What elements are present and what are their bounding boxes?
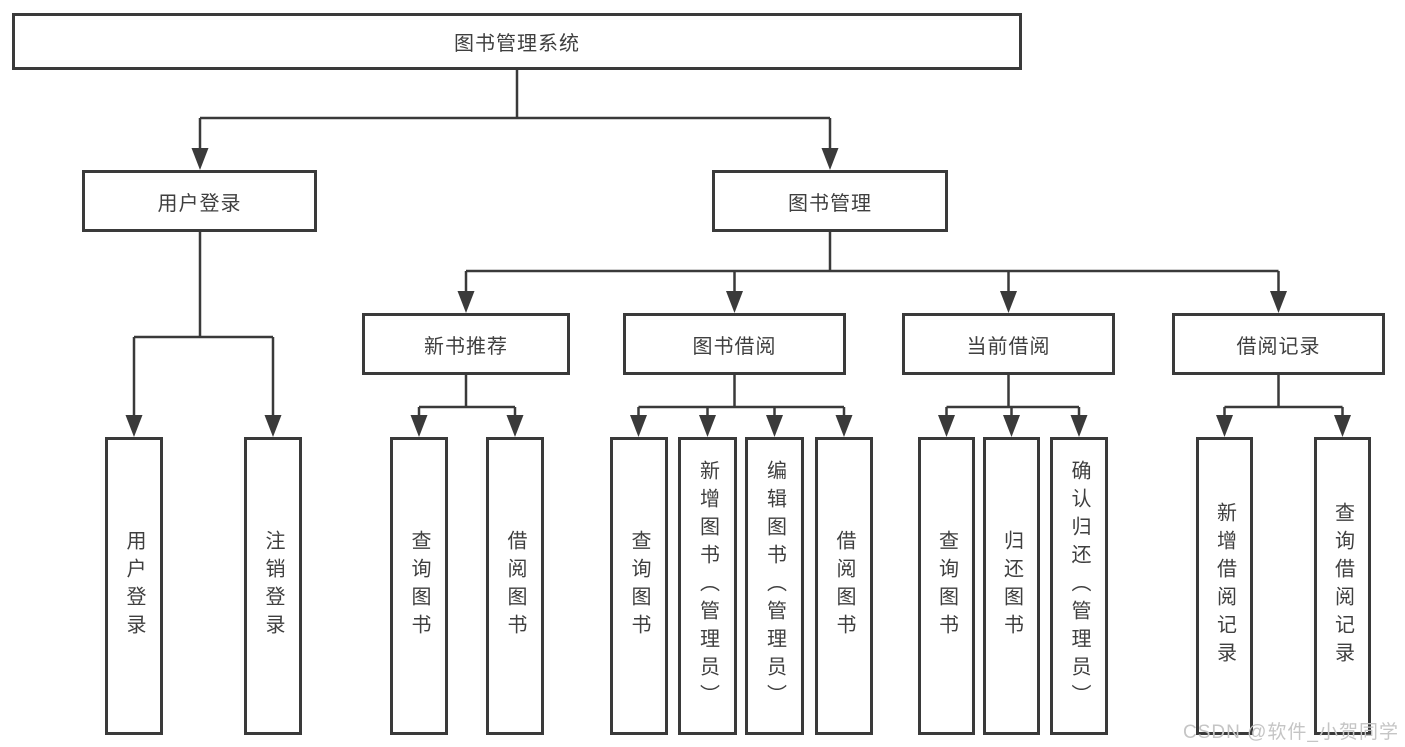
watermark-text: CSDN @软件_小贺同学 bbox=[1183, 722, 1399, 743]
node-label: 查询借阅记录 bbox=[1331, 502, 1354, 670]
node-query-books-recommend: 查询图书 bbox=[390, 437, 448, 735]
node-edit-book-admin: 编辑图书（管理员） bbox=[745, 437, 804, 735]
node-label: 新增图书（管理员） bbox=[696, 460, 719, 712]
node-label: 用户登录 bbox=[123, 530, 145, 642]
node-new-book-recommend: 新书推荐 bbox=[362, 313, 570, 375]
node-label: 查询图书 bbox=[935, 530, 958, 642]
node-label: 借阅图书 bbox=[833, 530, 855, 642]
node-book-borrow: 图书借阅 bbox=[623, 313, 846, 375]
node-label: 确认归还（管理员） bbox=[1068, 460, 1090, 712]
node-logout: 注销登录 bbox=[244, 437, 302, 735]
node-borrow-books-recommend: 借阅图书 bbox=[486, 437, 544, 735]
node-query-books-borrow: 查询图书 bbox=[610, 437, 668, 735]
node-label: 用户登录 bbox=[157, 192, 242, 215]
node-borrow-books-leaf: 借阅图书 bbox=[815, 437, 873, 735]
node-label: 查询图书 bbox=[628, 530, 650, 642]
node-label: 注销登录 bbox=[262, 530, 284, 642]
node-label: 新书推荐 bbox=[424, 335, 508, 358]
node-borrow-records: 借阅记录 bbox=[1172, 313, 1385, 375]
node-label: 借阅图书 bbox=[504, 530, 526, 642]
node-label: 借阅记录 bbox=[1236, 335, 1321, 358]
node-label: 当前借阅 bbox=[966, 335, 1051, 358]
node-label: 图书借阅 bbox=[692, 335, 777, 358]
node-book-management: 图书管理 bbox=[712, 170, 948, 232]
node-query-books-current: 查询图书 bbox=[918, 437, 975, 735]
arrowheads bbox=[125, 148, 1351, 437]
node-label: 图书管理 bbox=[788, 192, 872, 215]
node-label: 归还图书 bbox=[1000, 530, 1023, 642]
node-label: 图书管理系统 bbox=[454, 33, 580, 55]
node-user-login: 用户登录 bbox=[82, 170, 317, 232]
node-current-borrow: 当前借阅 bbox=[902, 313, 1115, 375]
node-add-book-admin: 新增图书（管理员） bbox=[678, 437, 737, 735]
node-user-login-leaf: 用户登录 bbox=[105, 437, 163, 735]
node-label: 新增借阅记录 bbox=[1213, 502, 1236, 670]
node-return-books: 归还图书 bbox=[983, 437, 1040, 735]
node-library-management-system: 图书管理系统 bbox=[12, 13, 1022, 70]
node-add-borrow-record: 新增借阅记录 bbox=[1196, 437, 1253, 735]
node-query-borrow-record: 查询借阅记录 bbox=[1314, 437, 1371, 735]
node-label: 查询图书 bbox=[408, 530, 430, 642]
node-confirm-return-admin: 确认归还（管理员） bbox=[1050, 437, 1108, 735]
node-label: 编辑图书（管理员） bbox=[763, 460, 786, 712]
